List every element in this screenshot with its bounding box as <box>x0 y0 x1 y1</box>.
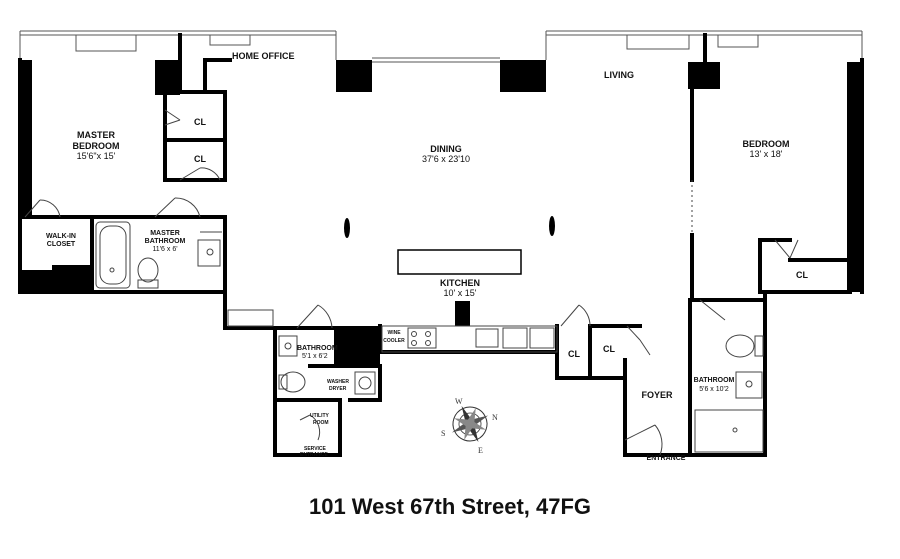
bathroom-small-dims: 5'1 x 6'2 <box>302 353 328 360</box>
doors <box>24 109 799 456</box>
floor-plan: N W S E MASTER BEDROOM 15'6"x 15' HOME O… <box>18 30 864 462</box>
washer-dryer-label-1: WASHER <box>327 379 349 385</box>
foyer-label: FOYER <box>641 390 673 400</box>
dining-marker-left <box>344 218 350 238</box>
master-bathroom-dims: 11'6 x 6' <box>152 246 177 253</box>
windows <box>19 30 863 63</box>
closet-foyer-right-label: CL <box>603 344 615 354</box>
service-entrance-label-1: SERVICE <box>304 446 327 452</box>
dining-marker-right <box>549 216 555 236</box>
washer-dryer-label-2: DRYER <box>329 386 347 392</box>
master-bedroom-label-2: BEDROOM <box>73 141 120 151</box>
structural-columns <box>22 60 861 366</box>
walk-in-closet-label-1: WALK-IN <box>46 233 76 240</box>
address-title: 101 West 67th Street, 47FG <box>308 494 592 519</box>
master-bedroom-dims: 15'6"x 15' <box>77 151 116 161</box>
closet-bedroom-label: CL <box>796 270 808 280</box>
entrance-label: ENTRANCE <box>647 455 686 462</box>
bedroom-label: BEDROOM <box>743 139 790 149</box>
service-entrance-label-2: ENTRANCE <box>300 452 328 458</box>
utility-room-label-1: UTILITY <box>310 413 330 419</box>
compass-e: E <box>478 446 483 455</box>
wine-cooler-label-1: WINE <box>387 330 401 336</box>
dining-dims: 37'6 x 23'10 <box>422 154 470 164</box>
bathroom-right-dims: 5'6 x 10'2 <box>699 386 729 393</box>
master-bathroom-label-2: BATHROOM <box>145 238 186 245</box>
compass-icon <box>451 405 489 443</box>
dining-label: DINING <box>430 144 462 154</box>
closet-lower-label: CL <box>194 154 206 164</box>
utility-room-label-2: ROOM <box>313 420 329 426</box>
kitchen-label: KITCHEN <box>440 278 480 288</box>
master-bedroom-label-1: MASTER <box>77 130 116 140</box>
bedroom-dims: 13' x 18' <box>750 149 783 159</box>
bathroom-right-label: BATHROOM <box>694 377 735 384</box>
wine-cooler-label-2: COOLER <box>383 338 405 344</box>
closet-upper-label: CL <box>194 117 206 127</box>
walk-in-closet-label-2: CLOSET <box>47 241 76 248</box>
compass-n: N <box>492 413 498 422</box>
fixtures <box>95 180 764 453</box>
kitchen-dims: 10' x 15' <box>444 288 477 298</box>
closet-foyer-left-label: CL <box>568 349 580 359</box>
bathroom-small-label: BATHROOM <box>297 345 338 352</box>
home-office-label: HOME OFFICE <box>232 51 295 61</box>
living-label: LIVING <box>604 70 634 80</box>
compass-w: W <box>455 397 463 406</box>
compass-s: S <box>441 429 445 438</box>
walls <box>18 33 864 457</box>
master-bathroom-label-1: MASTER <box>150 230 180 237</box>
